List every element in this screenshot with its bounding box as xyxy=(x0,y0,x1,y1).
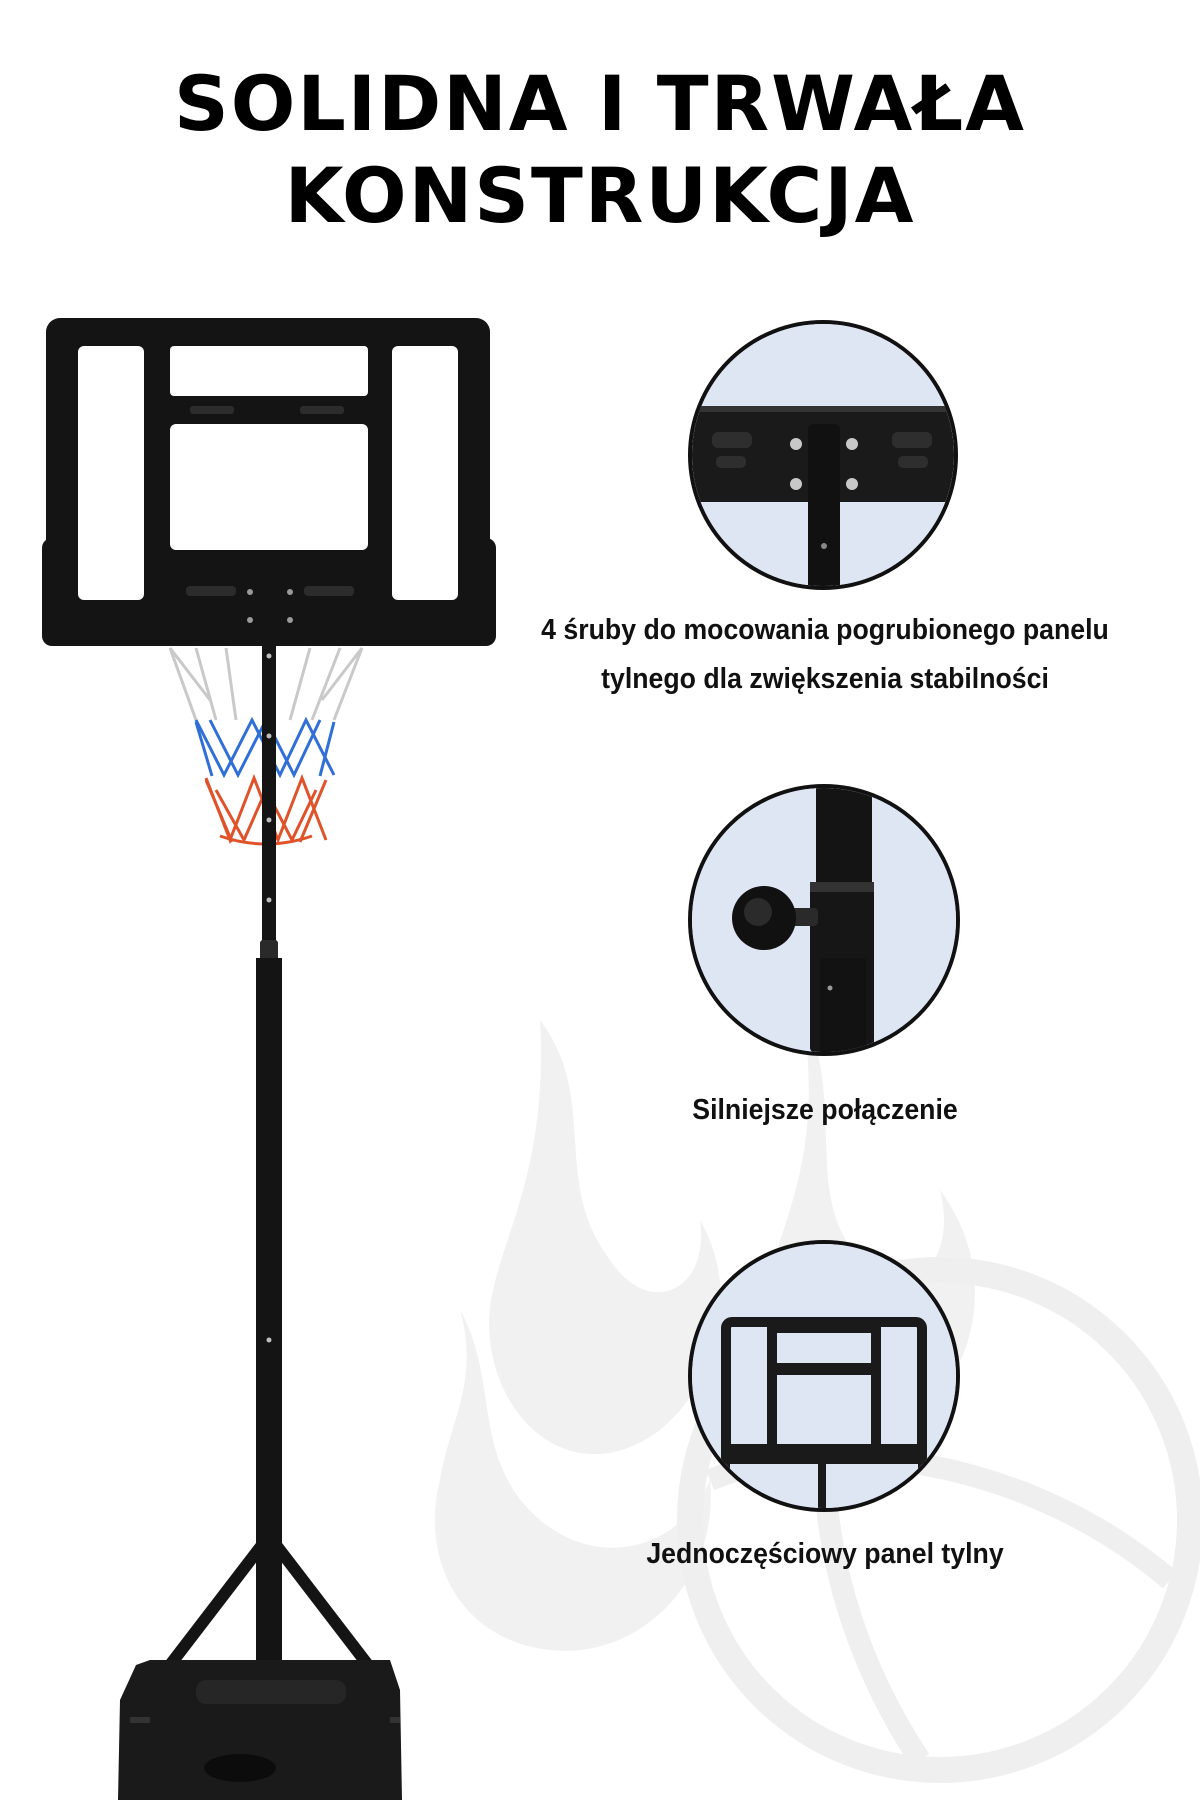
title-line-1: SOLIDNA I TRWAŁA xyxy=(174,59,1026,148)
pole xyxy=(256,584,282,1518)
feature-caption-frame: Jednoczęściowy panel tylny xyxy=(526,1530,1124,1579)
feature-caption-frame-line-1: Jednoczęściowy panel tylny xyxy=(646,1538,1004,1570)
feature-caption-knob-line-1: Silniejsze połączenie xyxy=(692,1094,958,1126)
backboard-bolts-icon xyxy=(692,324,954,586)
feature-circle-bolts xyxy=(688,320,958,590)
feature-caption-knob: Silniejsze połączenie xyxy=(526,1086,1124,1135)
pole-knob-icon xyxy=(692,788,956,1052)
feature-circle-knob xyxy=(688,784,960,1056)
feature-caption-bolts: 4 śruby do mocowania pogrubionego panelu… xyxy=(526,606,1124,704)
feature-caption-bolts-line-1: 4 śruby do mocowania pogrubionego panelu xyxy=(541,614,1109,646)
page-title: SOLIDNA I TRWAŁA KONSTRUKCJA xyxy=(0,58,1200,242)
backboard-frame-icon xyxy=(692,1244,956,1508)
feature-caption-bolts-line-2: tylnego dla zwiększenia stabilności xyxy=(601,663,1049,695)
title-line-2: KONSTRUKCJA xyxy=(284,151,916,240)
feature-circle-frame xyxy=(688,1240,960,1512)
base xyxy=(118,1512,402,1800)
